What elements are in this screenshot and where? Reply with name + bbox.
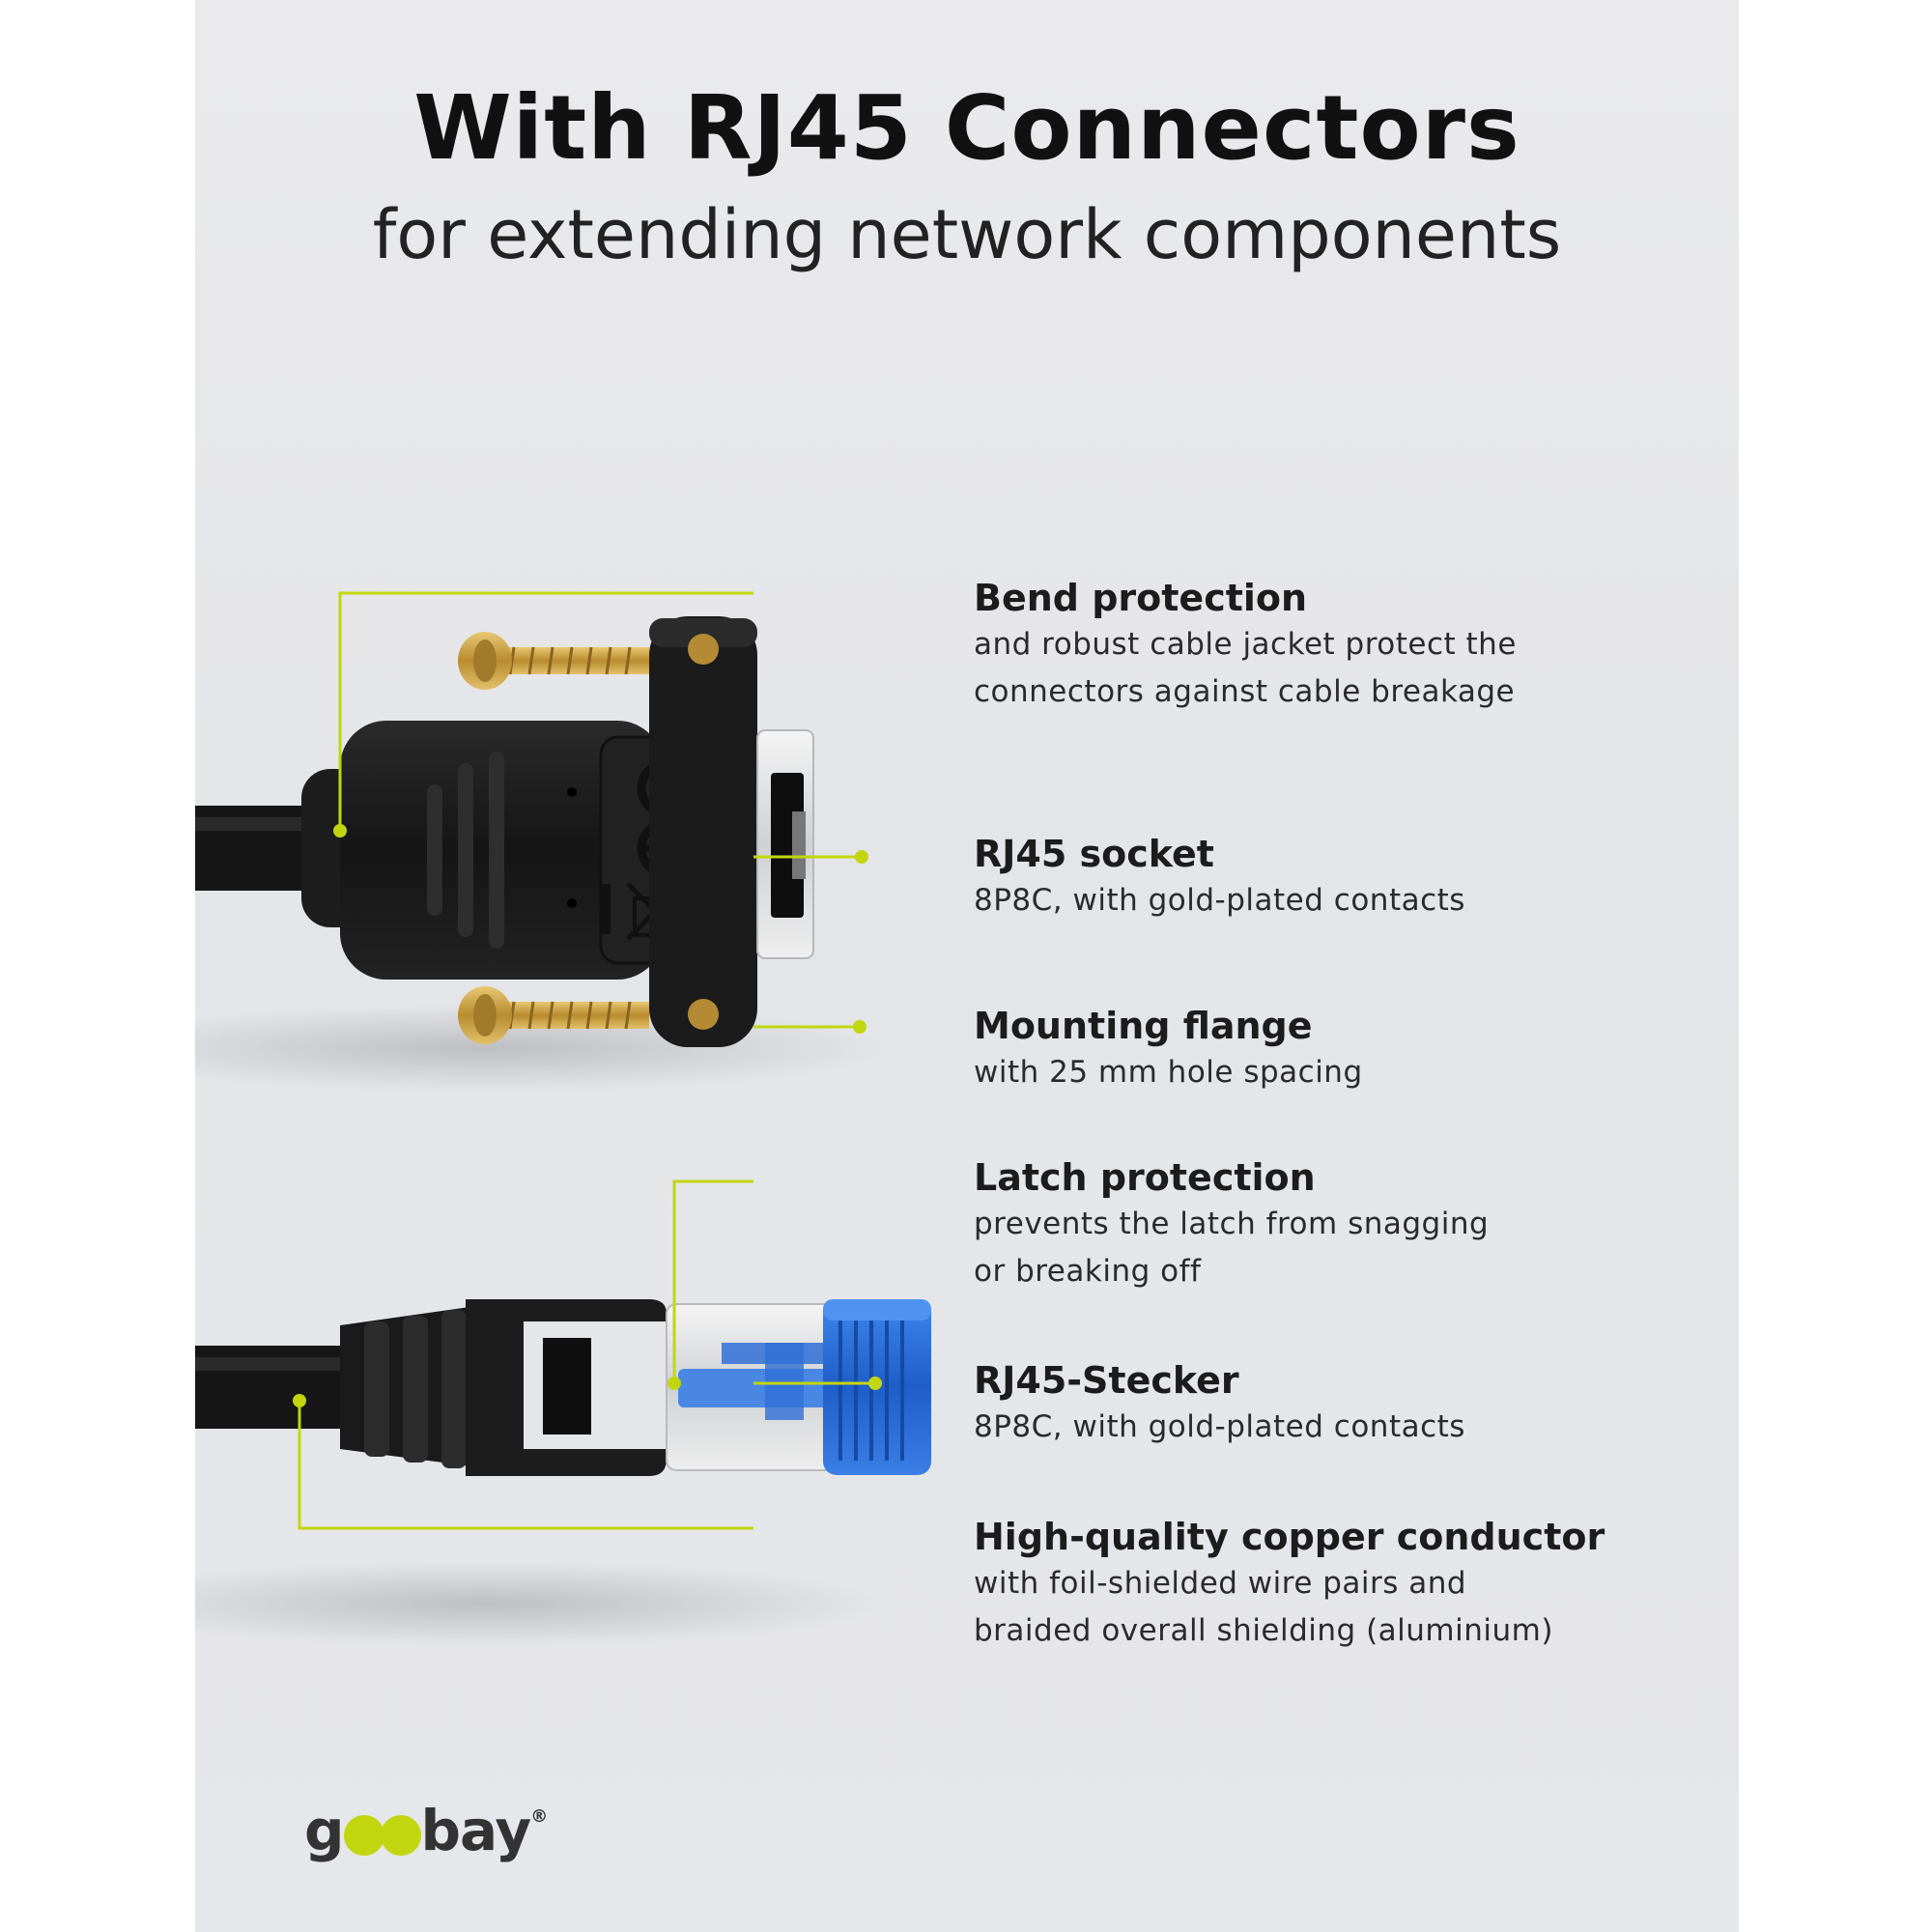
leader-lines (298, 591, 875, 1530)
callout-text: with foil-shielded wire pairs and (974, 1566, 1467, 1601)
callout-title: Mounting flange (974, 1005, 1313, 1047)
bottom-screw (458, 986, 649, 1044)
mounting-flange (649, 616, 757, 1047)
callout-latch-protection: Latch protection prevents the latch from… (974, 1154, 1708, 1295)
plug-shadow (195, 1560, 891, 1647)
callout-copper-conductor: High-quality copper conductor with foil-… (974, 1514, 1708, 1655)
callout-text: braided overall shielding (aluminium) (974, 1613, 1553, 1648)
callout-text: connectors against cable breakage (974, 674, 1516, 709)
page-title: With RJ45 Connectors (413, 76, 1520, 180)
logo-double-o-icon (343, 1805, 421, 1856)
callout-mounting-flange: Mounting flange with 25 mm hole spacing (974, 1003, 1708, 1096)
page-subtitle: for extending network components (372, 195, 1562, 274)
callout-rj45-stecker: RJ45-Stecker 8P8C, with gold-plated cont… (974, 1357, 1708, 1451)
callout-title: RJ45-Stecker (974, 1359, 1239, 1402)
logo-text-prefix: g (304, 1798, 345, 1863)
callout-text: and robust cable jacket protect the (974, 627, 1517, 662)
goobay-logo: g bay ® (304, 1797, 548, 1864)
callout-title: High-quality copper conductor (974, 1516, 1605, 1558)
product-illustration (195, 591, 931, 1647)
logo-text-suffix: bay (420, 1798, 532, 1863)
product-panel: With RJ45 Connectors for extending netwo… (195, 0, 1739, 1932)
registered-mark: ® (530, 1805, 548, 1827)
callout-title: Bend protection (974, 577, 1308, 619)
latch-protection (466, 1299, 667, 1476)
callout-text: 8P8C, with gold-plated contacts (974, 1409, 1465, 1444)
socket-connector (195, 616, 814, 1047)
callout-text: with 25 mm hole spacing (974, 1055, 1363, 1090)
callout-bend-protection: Bend protection and robust cable jacket … (974, 575, 1708, 716)
callout-title: RJ45 socket (974, 833, 1214, 875)
callout-title: Latch protection (974, 1156, 1316, 1199)
callout-text: 8P8C, with gold-plated contacts (974, 883, 1465, 918)
rj45-plug (195, 1299, 931, 1476)
top-screw (458, 632, 649, 690)
callout-rj45-socket: RJ45 socket 8P8C, with gold-plated conta… (974, 831, 1708, 924)
callout-text: prevents the latch from snagging (974, 1207, 1490, 1241)
callout-text: or breaking off (974, 1254, 1202, 1289)
leader-dots (293, 824, 882, 1407)
